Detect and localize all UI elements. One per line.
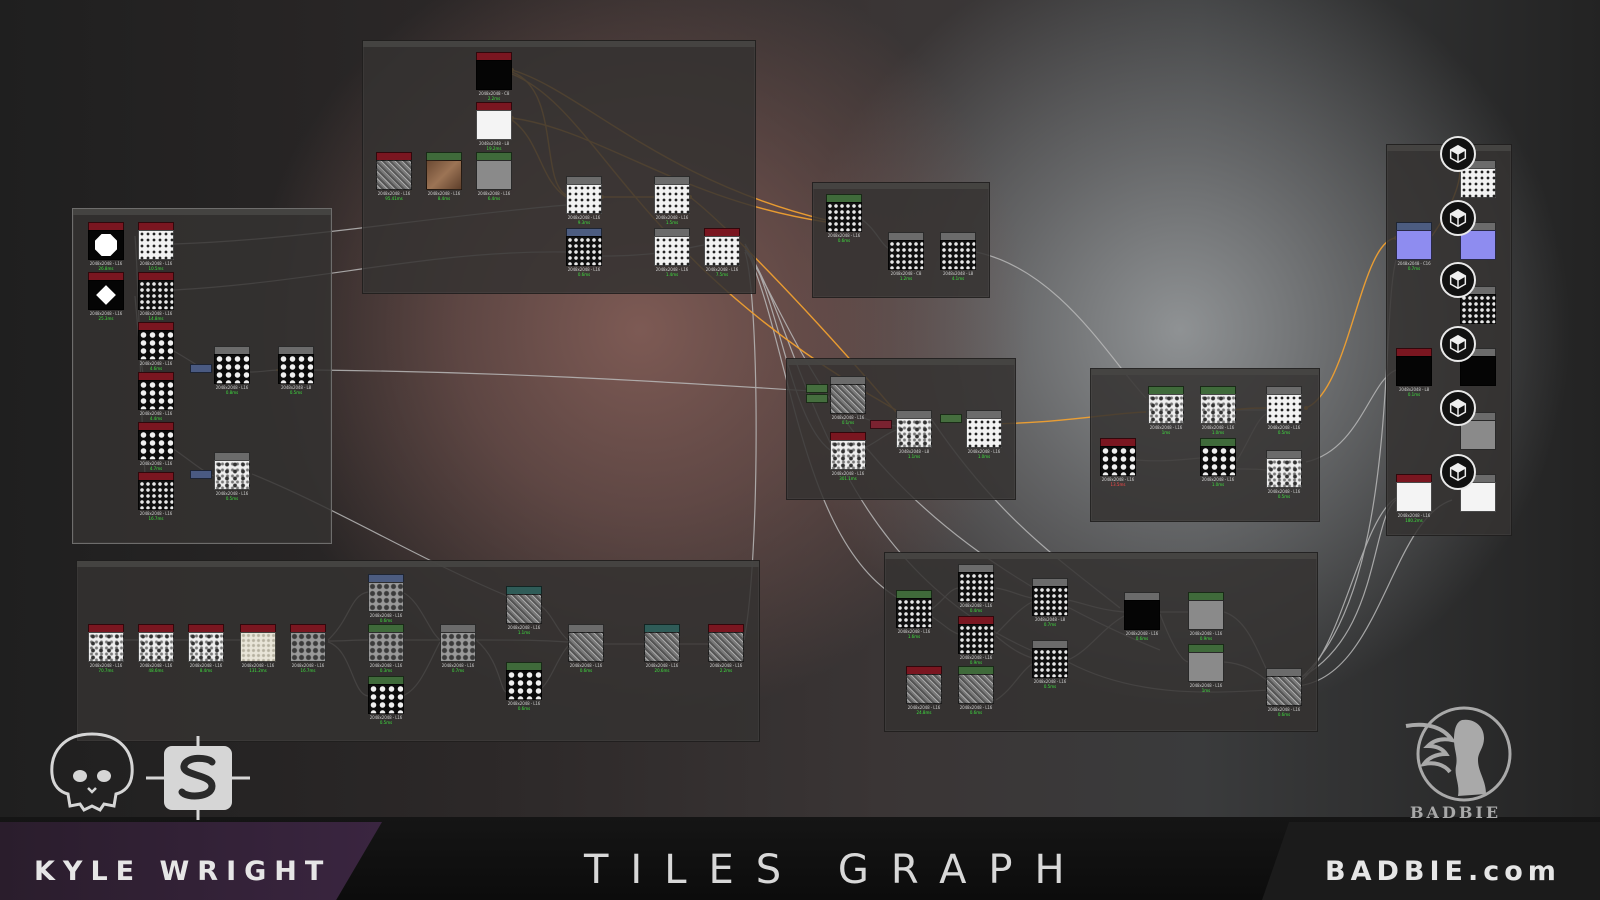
monkey-skull-icon — [50, 732, 134, 812]
cube-output-icon[interactable] — [1440, 136, 1476, 172]
mini-node[interactable] — [940, 414, 962, 423]
cube-output-icon[interactable] — [1440, 200, 1476, 236]
frame-bottom-right — [884, 552, 1318, 732]
site-link[interactable]: BADBIE.com — [1325, 856, 1561, 887]
mini-node[interactable] — [190, 470, 212, 479]
cube-output-icon[interactable] — [1440, 454, 1476, 490]
output-normal-node[interactable] — [1460, 222, 1496, 260]
brand-name: BADBIE — [1410, 803, 1502, 822]
output-basecolor-node[interactable] — [1460, 160, 1496, 198]
mini-node[interactable] — [806, 394, 828, 403]
mini-node[interactable] — [870, 420, 892, 429]
author-name: KYLE WRIGHT — [34, 856, 332, 887]
frame-base-colors — [362, 40, 756, 294]
cube-output-icon[interactable] — [1440, 262, 1476, 298]
substance-designer-icon — [146, 736, 250, 820]
footer-site-panel — [1262, 822, 1600, 900]
output-metallic-node[interactable] — [1460, 348, 1496, 386]
output-ao-node[interactable] — [1460, 474, 1496, 512]
winged-figure-icon — [1405, 706, 1512, 802]
mini-node[interactable] — [190, 364, 212, 373]
cube-output-icon[interactable] — [1440, 326, 1476, 362]
cube-output-icon[interactable] — [1440, 390, 1476, 426]
output-roughness-node[interactable] — [1460, 286, 1496, 324]
footer-author-panel — [0, 822, 382, 900]
mini-node[interactable] — [806, 384, 828, 393]
graph-title: TILES GRAPH — [584, 847, 1087, 893]
